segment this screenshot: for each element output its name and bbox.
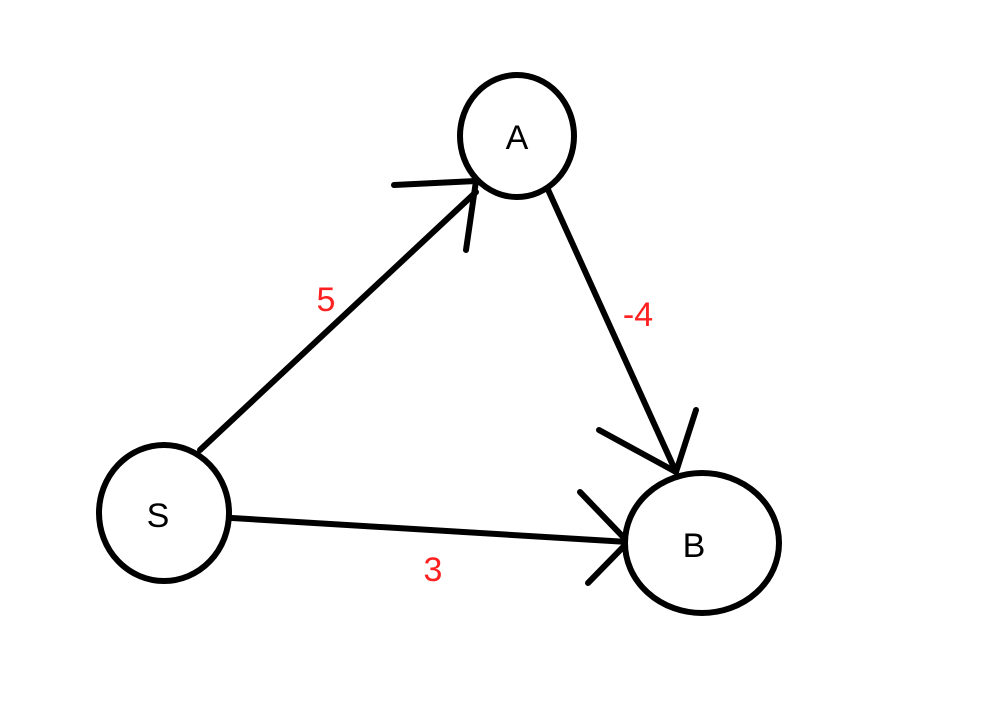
node-a: A (457, 72, 577, 200)
edge-line-a-b (542, 180, 679, 475)
node-label-a: A (506, 119, 529, 157)
arrowhead-icon (596, 407, 699, 475)
node-circle (96, 442, 232, 584)
node-b: B (622, 470, 782, 616)
node-label-s: S (147, 497, 170, 535)
edge-weight-a-b: -4 (623, 296, 653, 334)
edge-line-s-b (229, 515, 631, 545)
arrowhead-icon (391, 178, 479, 253)
node-label-b: B (683, 527, 706, 565)
edge-weight-s-b: 3 (424, 551, 443, 589)
edge-weight-s-a: 5 (317, 281, 336, 319)
node-s: S (96, 442, 232, 584)
edge-a-to-b (542, 180, 699, 475)
edge-line-s-a (197, 189, 479, 453)
node-circle (457, 72, 577, 200)
edge-s-to-a (197, 178, 479, 453)
node-circle (622, 470, 782, 616)
